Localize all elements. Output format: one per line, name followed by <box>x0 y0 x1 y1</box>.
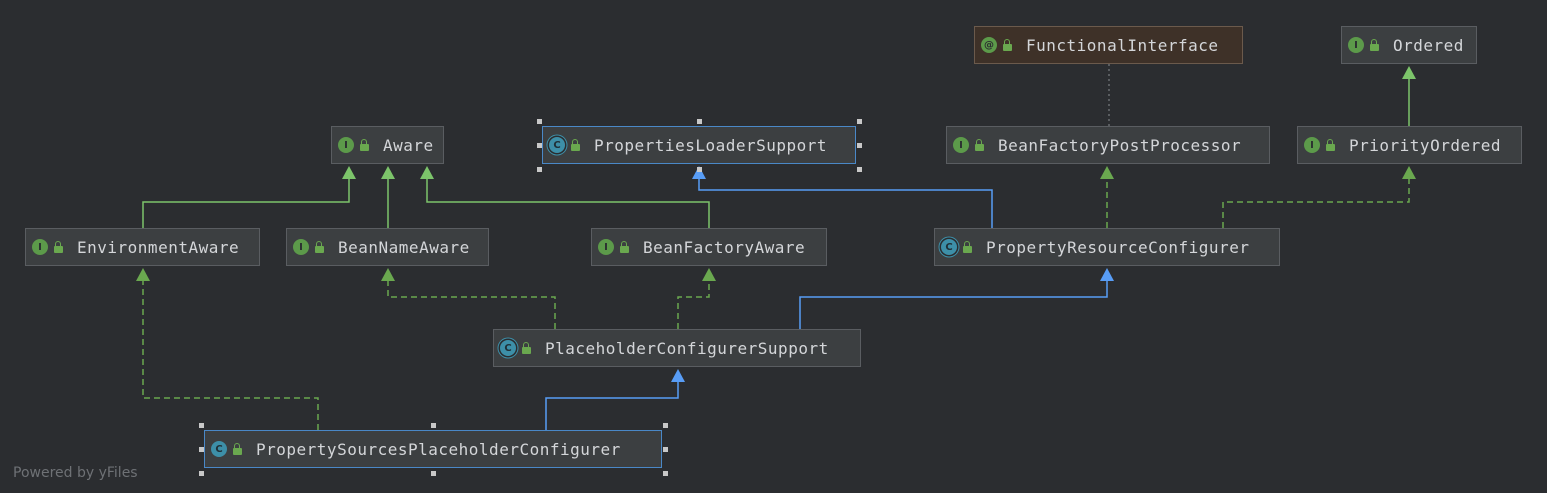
node-label: Aware <box>383 135 434 155</box>
node-PropertySourcesPlaceholderConfigurer[interactable]: C PropertySourcesPlaceholderConfigurer <box>204 430 662 468</box>
node-BeanFactoryPostProcessor[interactable]: I BeanFactoryPostProcessor <box>946 126 1270 164</box>
node-PlaceholderConfigurerSupport[interactable]: C PlaceholderConfigurerSupport <box>493 329 861 367</box>
arrowhead-icon <box>381 166 395 179</box>
selection-handle[interactable] <box>857 167 862 172</box>
selection-handle[interactable] <box>431 423 436 428</box>
selection-handle[interactable] <box>697 119 702 124</box>
edge-PropertySourcesPlaceholderConfigurer-to-PlaceholderConfigurerSupport[interactable] <box>545 369 685 430</box>
public-visibility-icon <box>522 341 531 354</box>
public-visibility-icon <box>315 240 324 253</box>
public-visibility-icon <box>571 138 580 151</box>
node-label: BeanFactoryPostProcessor <box>998 135 1242 155</box>
edge-PropertyResourceConfigurer-to-BeanFactoryPostProcessor[interactable] <box>1100 166 1114 228</box>
interface-icon: I <box>338 137 354 153</box>
selection-handle[interactable] <box>199 423 204 428</box>
node-label: PropertySourcesPlaceholderConfigurer <box>256 439 621 459</box>
interface-icon: I <box>598 239 614 255</box>
arrowhead-icon <box>1100 166 1114 179</box>
arrowhead-icon <box>381 268 395 281</box>
public-visibility-icon <box>54 240 63 253</box>
edge-line <box>799 280 1108 329</box>
edge-EnvironmentAware-to-Aware[interactable] <box>142 166 356 228</box>
edge-PlaceholderConfigurerSupport-to-BeanNameAware[interactable] <box>381 268 556 329</box>
edge-BeanFactoryAware-to-Aware[interactable] <box>420 166 710 228</box>
edge-line <box>677 280 710 329</box>
public-visibility-icon <box>360 138 369 151</box>
annotation-icon: @ <box>981 37 997 53</box>
selection-handle[interactable] <box>663 447 668 452</box>
node-label: PropertiesLoaderSupport <box>594 135 828 155</box>
node-BeanFactoryAware[interactable]: I BeanFactoryAware <box>591 228 827 266</box>
node-label: PlaceholderConfigurerSupport <box>545 338 829 358</box>
node-FunctionalInterface[interactable]: @ FunctionalInterface <box>974 26 1243 64</box>
interface-icon: I <box>32 239 48 255</box>
public-visibility-icon <box>1326 138 1335 151</box>
edge-PriorityOrdered-to-Ordered[interactable] <box>1402 66 1416 126</box>
public-visibility-icon <box>233 442 242 455</box>
abstract-class-icon: C <box>941 239 957 255</box>
node-label: BeanNameAware <box>338 237 470 257</box>
edge-line <box>698 178 993 228</box>
interface-icon: I <box>1348 37 1364 53</box>
class-icon: C <box>211 441 227 457</box>
selection-handle[interactable] <box>663 471 668 476</box>
arrowhead-icon <box>1402 166 1416 179</box>
selection-handle[interactable] <box>537 119 542 124</box>
edge-line <box>1222 178 1410 228</box>
selection-handle[interactable] <box>697 167 702 172</box>
edge-line <box>142 280 319 430</box>
node-BeanNameAware[interactable]: I BeanNameAware <box>286 228 489 266</box>
abstract-class-icon: C <box>549 137 565 153</box>
selection-handle[interactable] <box>537 143 542 148</box>
edge-line <box>142 178 350 228</box>
interface-icon: I <box>1304 137 1320 153</box>
selection-handle[interactable] <box>431 471 436 476</box>
arrowhead-icon <box>136 268 150 281</box>
node-label: Ordered <box>1393 35 1464 55</box>
arrowhead-icon <box>420 166 434 179</box>
interface-icon: I <box>293 239 309 255</box>
node-label: FunctionalInterface <box>1026 35 1219 55</box>
public-visibility-icon <box>975 138 984 151</box>
edge-line <box>387 280 556 329</box>
node-label: PriorityOrdered <box>1349 135 1501 155</box>
public-visibility-icon <box>1003 38 1012 51</box>
node-Aware[interactable]: I Aware <box>331 126 444 164</box>
arrowhead-icon <box>1402 66 1416 79</box>
public-visibility-icon <box>1370 38 1379 51</box>
edge-PropertyResourceConfigurer-to-PropertiesLoaderSupport[interactable] <box>692 166 993 228</box>
edge-PlaceholderConfigurerSupport-to-BeanFactoryAware[interactable] <box>677 268 716 329</box>
selection-handle[interactable] <box>537 167 542 172</box>
selection-handle[interactable] <box>199 471 204 476</box>
arrowhead-icon <box>671 369 685 382</box>
node-PriorityOrdered[interactable]: I PriorityOrdered <box>1297 126 1522 164</box>
edge-BeanNameAware-to-Aware[interactable] <box>381 166 395 228</box>
edge-PropertySourcesPlaceholderConfigurer-to-EnvironmentAware[interactable] <box>136 268 319 430</box>
node-PropertiesLoaderSupport[interactable]: C PropertiesLoaderSupport <box>542 126 856 164</box>
edge-line <box>426 178 710 228</box>
powered-by-footer: Powered by yFiles <box>13 465 138 481</box>
node-EnvironmentAware[interactable]: I EnvironmentAware <box>25 228 260 266</box>
edge-PropertyResourceConfigurer-to-PriorityOrdered[interactable] <box>1222 166 1416 228</box>
node-label: BeanFactoryAware <box>643 237 806 257</box>
arrowhead-icon <box>692 166 706 179</box>
node-PropertyResourceConfigurer[interactable]: C PropertyResourceConfigurer <box>934 228 1280 266</box>
public-visibility-icon <box>620 240 629 253</box>
selection-handle[interactable] <box>857 119 862 124</box>
abstract-class-icon: C <box>500 340 516 356</box>
node-label: EnvironmentAware <box>77 237 240 257</box>
selection-handle[interactable] <box>663 423 668 428</box>
public-visibility-icon <box>963 240 972 253</box>
edge-PlaceholderConfigurerSupport-to-PropertyResourceConfigurer[interactable] <box>799 268 1114 329</box>
arrowhead-icon <box>1100 268 1114 281</box>
node-Ordered[interactable]: I Ordered <box>1341 26 1477 64</box>
selection-handle[interactable] <box>199 447 204 452</box>
edge-line <box>545 381 679 430</box>
arrowhead-icon <box>342 166 356 179</box>
arrowhead-icon <box>702 268 716 281</box>
node-label: PropertyResourceConfigurer <box>986 237 1250 257</box>
interface-icon: I <box>953 137 969 153</box>
selection-handle[interactable] <box>857 143 862 148</box>
